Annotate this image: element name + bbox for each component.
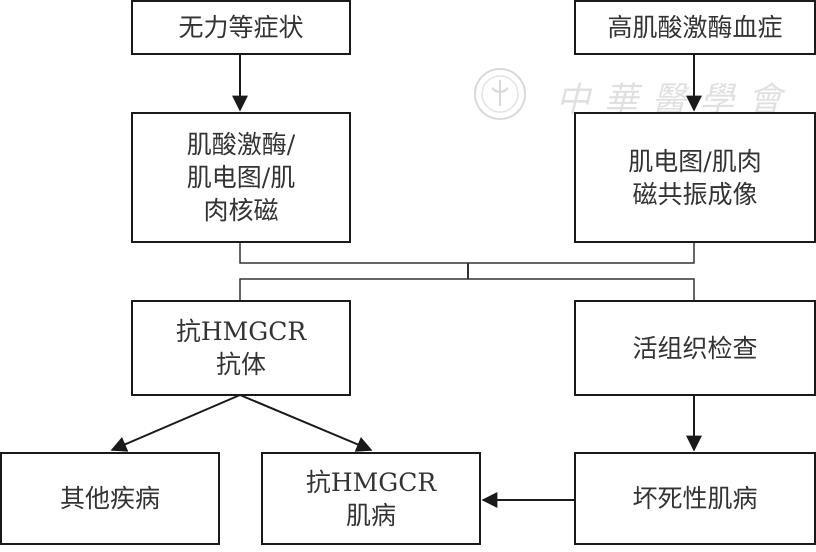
node-tests-left: 肌酸激酶/ 肌电图/肌 肉核磁 (131, 112, 351, 243)
node-label: 肌电图/肌 (186, 163, 296, 192)
node-antibody: 抗HMGCR 抗体 (131, 300, 351, 396)
node-label: 抗HMGCR (305, 467, 437, 497)
node-label: 肉核磁 (203, 196, 279, 225)
node-hmgcr-myopathy: 抗HMGCR 肌病 (261, 452, 481, 545)
node-label: 磁共振成像 (632, 179, 758, 209)
node-label: 抗HMGCR (175, 317, 307, 346)
node-label: 其他疾病 (59, 484, 160, 513)
node-label: 肌病 (345, 500, 396, 530)
node-tests-right: 肌电图/肌肉 磁共振成像 (574, 112, 816, 243)
node-symptoms: 无力等症状 (131, 0, 351, 55)
node-biopsy: 活组织检查 (574, 300, 816, 396)
node-label: 无力等症状 (178, 13, 304, 42)
node-necrotizing-myopathy: 坏死性肌病 (574, 452, 816, 545)
society-seal-icon (474, 68, 526, 120)
node-label: 坏死性肌病 (632, 484, 758, 513)
node-label: 肌酸激酶/ (186, 130, 296, 159)
node-label: 高肌酸激酶血症 (607, 13, 783, 42)
split-bracket-bottom (239, 278, 695, 300)
edge-antibody-to-hmgcr-myopathy (239, 394, 373, 452)
merge-bracket-top (239, 242, 695, 264)
node-label: 肌电图/肌肉 (628, 146, 762, 176)
node-label: 抗体 (215, 350, 266, 379)
node-hyperck: 高肌酸激酶血症 (574, 0, 816, 55)
node-other-disease: 其他疾病 (0, 452, 220, 545)
edge-antibody-to-other-disease (110, 394, 241, 452)
node-label: 活组织检查 (632, 333, 758, 363)
